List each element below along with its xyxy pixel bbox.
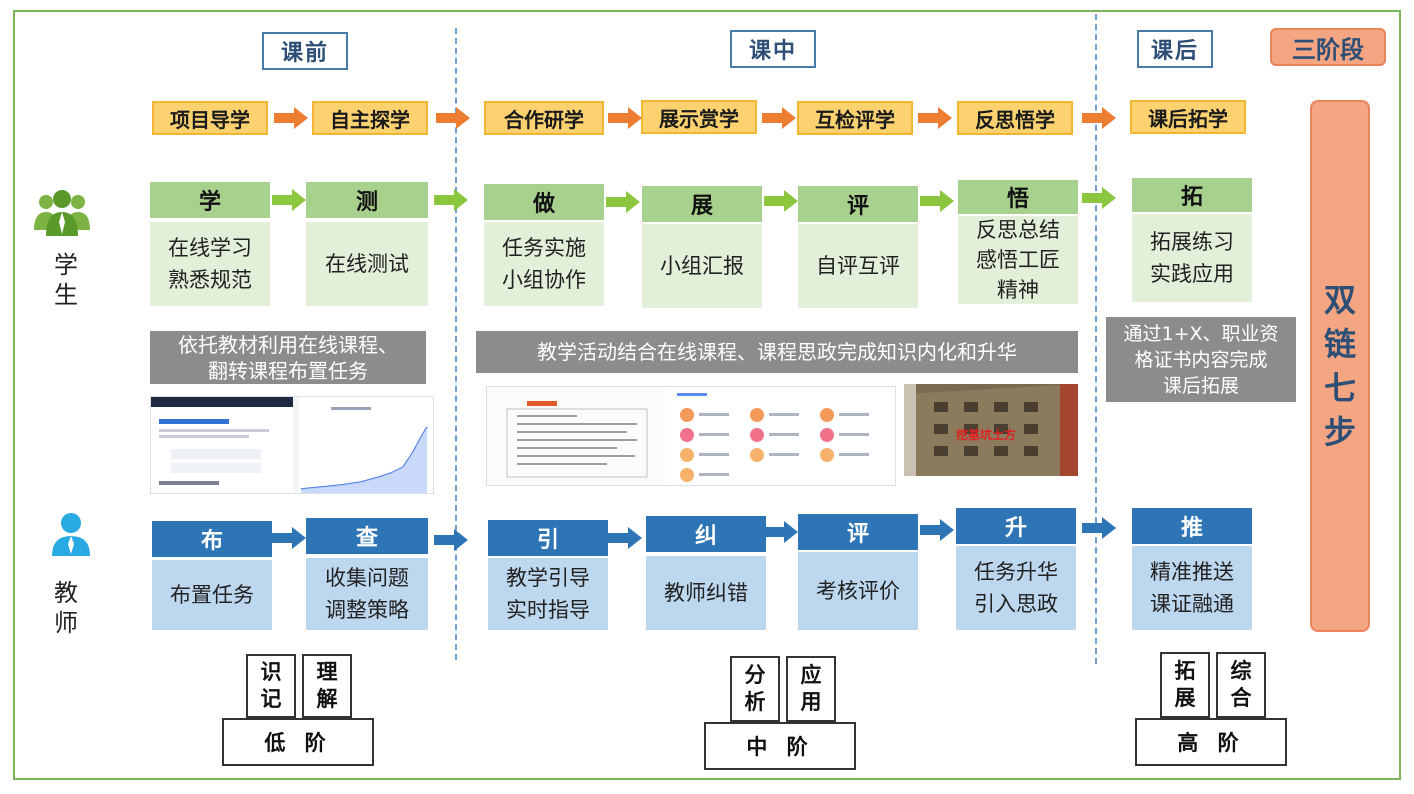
stage-during: 课中 (730, 30, 816, 68)
level-tag-high-2: 综合 (1216, 652, 1266, 718)
student-arrow-icon (764, 190, 798, 212)
student-card-head: 评 (798, 186, 918, 222)
note-before: 依托教材利用在线课程、翻转课程布置任务 (150, 331, 426, 384)
teacher-label-char: 教 (54, 579, 78, 607)
step-2: 自主探学 (312, 101, 428, 135)
teacher-card-body: 精准推送课证融通 (1132, 546, 1252, 630)
student-arrow-icon (606, 191, 640, 213)
student-card-body: 在线学习熟悉规范 (150, 222, 270, 306)
student-card-head: 展 (642, 186, 762, 222)
teacher-arrow-icon (1082, 517, 1116, 539)
student-card-head: 做 (484, 184, 604, 220)
teacher-card-head: 查 (306, 518, 428, 554)
step-arrow-icon (436, 107, 470, 129)
teacher-card-body: 考核评价 (798, 552, 918, 630)
step-3: 合作研学 (484, 101, 604, 135)
student-card-head: 拓 (1132, 178, 1252, 212)
level-low: 低 阶 (222, 718, 374, 766)
step-1: 项目导学 (152, 101, 268, 135)
step-arrow-icon (762, 107, 796, 129)
screenshot-caption: 挖基坑土方 (956, 428, 1017, 442)
teacher-card-body: 任务升华引入思政 (956, 546, 1076, 630)
step-4: 展示赏学 (641, 100, 757, 134)
level-tag-low-2: 理解 (302, 654, 352, 718)
diagram-frame (13, 10, 1401, 780)
teacher-card-head: 升 (956, 508, 1076, 544)
student-arrow-icon (1082, 187, 1116, 209)
teacher-card-head: 评 (798, 514, 918, 550)
teacher-arrow-icon (272, 527, 306, 549)
student-card-head: 悟 (958, 180, 1078, 214)
student-label-char: 学 (54, 251, 78, 279)
step-6: 反思悟学 (957, 101, 1073, 135)
teacher-card-body: 教学引导实时指导 (488, 558, 608, 630)
step-arrow-icon (274, 107, 308, 129)
level-tag-low-1: 识记 (246, 654, 296, 718)
level-tag-high-1: 拓展 (1160, 652, 1210, 718)
note-during: 教学活动结合在线课程、课程思政完成知识内化和升华 (476, 331, 1078, 373)
online-course-screenshot (150, 396, 434, 494)
teacher-card-head: 布 (152, 521, 272, 557)
class-activity-screenshot (486, 386, 896, 486)
level-tag-mid-1: 分析 (730, 656, 780, 722)
student-label: 学 生 (48, 250, 84, 310)
step-7: 课后拓学 (1130, 100, 1246, 134)
student-card-body: 任务实施小组协作 (484, 222, 604, 306)
stage-before: 课前 (262, 32, 348, 70)
student-card-head: 学 (150, 182, 270, 218)
teacher-card-body: 布置任务 (152, 560, 272, 630)
student-card-body: 反思总结感悟工匠精神 (958, 216, 1078, 304)
teacher-card-head: 推 (1132, 508, 1252, 544)
step-arrow-icon (918, 107, 952, 129)
teacher-card-body: 收集问题调整策略 (306, 558, 428, 630)
student-card-head: 测 (306, 182, 428, 218)
note-after: 通过1+X、职业资格证书内容完成课后拓展 (1106, 317, 1296, 402)
teacher-card-head: 引 (488, 520, 608, 556)
stage-divider-1 (455, 28, 457, 660)
student-card-body: 小组汇报 (642, 224, 762, 308)
dual-chain-seven-steps: 双链七步 (1310, 100, 1370, 632)
level-high: 高 阶 (1135, 718, 1287, 766)
teacher-arrow-icon (608, 527, 642, 549)
teacher-arrow-icon (764, 521, 798, 543)
person-icon (52, 513, 90, 556)
student-label-char: 生 (54, 281, 78, 309)
teacher-label-char: 师 (54, 609, 78, 637)
student-card-body: 自评互评 (798, 224, 918, 308)
step-5: 互检评学 (797, 101, 913, 135)
student-arrow-icon (434, 189, 468, 211)
student-arrow-icon (920, 190, 954, 212)
step-arrow-icon (1082, 107, 1116, 129)
excavation-3d-screenshot: 挖基坑土方 (904, 384, 1078, 476)
teacher-card-body: 教师纠错 (646, 556, 766, 630)
level-tag-mid-2: 应用 (786, 656, 836, 722)
student-card-body: 在线测试 (306, 222, 428, 306)
student-card-body: 拓展练习实践应用 (1132, 214, 1252, 302)
teacher-card-head: 纠 (646, 516, 766, 552)
stage-after: 课后 (1137, 30, 1213, 68)
step-arrow-icon (608, 107, 642, 129)
student-arrow-icon (272, 189, 306, 211)
teacher-arrow-icon (920, 519, 954, 541)
stage-divider-2 (1095, 14, 1097, 664)
level-mid: 中 阶 (704, 722, 856, 770)
teacher-arrow-icon (434, 529, 468, 551)
teacher-label: 教 师 (48, 578, 84, 638)
three-stages-label: 三阶段 (1270, 28, 1386, 66)
group-people-icon (34, 190, 90, 236)
